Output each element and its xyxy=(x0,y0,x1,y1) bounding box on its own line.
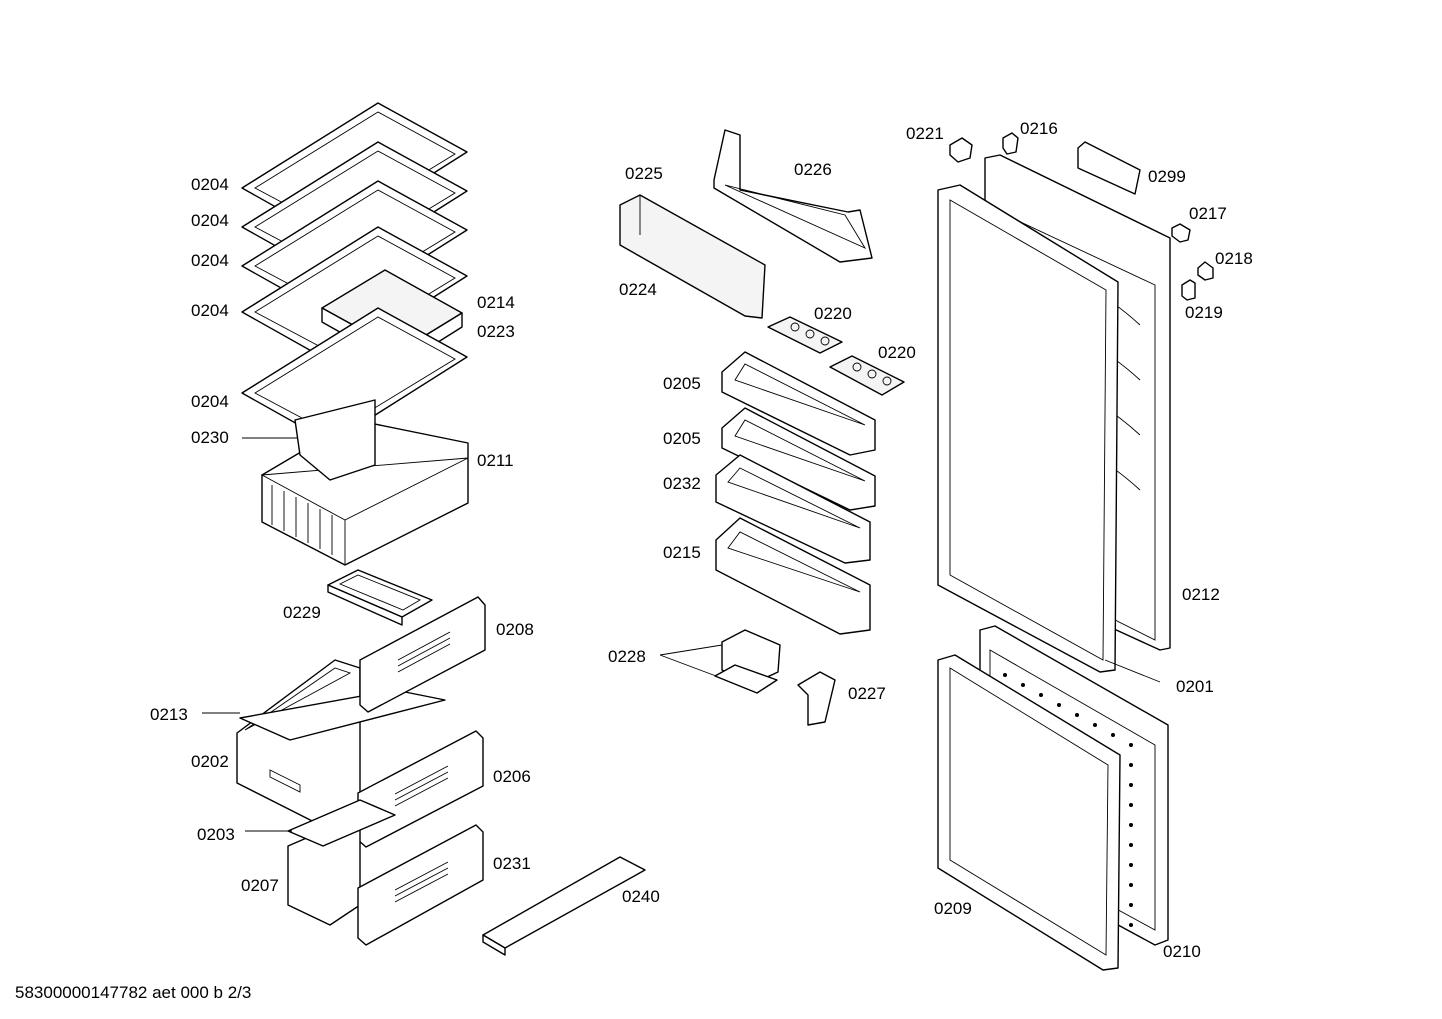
panel-dot xyxy=(1129,883,1133,887)
drawer-front-0208 xyxy=(359,596,486,713)
label-0231: 0231 xyxy=(493,854,531,873)
label-0213: 0213 xyxy=(150,705,188,724)
label-0204-4: 0204 xyxy=(191,301,229,320)
label-0224: 0224 xyxy=(619,280,657,299)
drawer-front-0231 xyxy=(357,824,484,946)
drawer-ribs xyxy=(271,485,333,555)
label-0226: 0226 xyxy=(794,160,832,179)
panel-dot xyxy=(1129,763,1133,767)
label-0214: 0214 xyxy=(477,293,515,312)
label-0229: 0229 xyxy=(283,603,321,622)
label-0205-2: 0205 xyxy=(663,429,701,448)
drawing-reference-footer: 58300000147782 aet 000 b 2/3 xyxy=(15,983,251,1002)
label-0209: 0209 xyxy=(934,899,972,918)
label-0207: 0207 xyxy=(241,876,279,895)
label-0204-1: 0204 xyxy=(191,175,229,194)
hinge-cover-0221 xyxy=(949,137,973,163)
panel-dot xyxy=(1129,783,1133,787)
panel-dot xyxy=(1075,713,1079,717)
glass-plate-0213 xyxy=(239,689,446,741)
label-0204-5: 0204 xyxy=(191,392,229,411)
small-container-0228 xyxy=(714,629,781,694)
label-0219: 0219 xyxy=(1185,303,1223,322)
panel-dot xyxy=(1129,923,1133,927)
panel-dot xyxy=(1111,733,1115,737)
freezer-drawer-lower-0207 xyxy=(287,799,396,926)
label-0208: 0208 xyxy=(496,620,534,639)
label-0211: 0211 xyxy=(477,451,514,470)
panel-dot xyxy=(1129,863,1133,867)
label-0220-2: 0220 xyxy=(878,343,916,362)
label-0216: 0216 xyxy=(1020,119,1058,138)
hinge-part-0217 xyxy=(1171,223,1191,243)
label-0220-1: 0220 xyxy=(814,304,852,323)
panel-dot xyxy=(1039,693,1043,697)
gasket-0212 xyxy=(937,184,1119,673)
door-rack-0215 xyxy=(715,517,871,635)
panel-dot xyxy=(1129,903,1133,907)
label-0299: 0299 xyxy=(1148,167,1186,186)
label-0206: 0206 xyxy=(493,767,531,786)
label-0232: 0232 xyxy=(663,474,701,493)
label-0240: 0240 xyxy=(622,887,660,906)
label-0228: 0228 xyxy=(608,647,646,666)
leader-lines xyxy=(202,437,1161,832)
label-0205-1: 0205 xyxy=(663,374,701,393)
label-0202: 0202 xyxy=(191,752,229,771)
hinge-part-0218 xyxy=(1197,261,1214,281)
door-rack-0205-a xyxy=(721,351,876,456)
label-0230: 0230 xyxy=(191,428,229,447)
egg-tray-0220-lower xyxy=(829,355,905,396)
panel-dot xyxy=(1057,703,1061,707)
butter-compartment-lid-0224 xyxy=(619,194,766,319)
door-rack-0205-b xyxy=(721,407,876,511)
panel-dot xyxy=(1003,673,1007,677)
panel-dot xyxy=(1129,743,1133,747)
part-labels: 0204 0204 0204 0204 0204 0214 0223 0230 … xyxy=(150,119,1253,961)
panel-dot xyxy=(1129,823,1133,827)
label-0204-3: 0204 xyxy=(191,251,229,270)
hinge-0216 xyxy=(1002,132,1019,155)
label-0201: 0201 xyxy=(1176,677,1214,696)
label-0204-2: 0204 xyxy=(191,211,229,230)
holder-0227 xyxy=(797,671,836,726)
butter-compartment-0226 xyxy=(713,129,873,263)
egg-tray-0220-upper xyxy=(767,316,843,354)
freezer-drawer-upper-0202 xyxy=(236,659,361,831)
ice-cube-tray-0229 xyxy=(327,569,433,626)
label-0210: 0210 xyxy=(1163,942,1201,961)
profile-strip-0240 xyxy=(482,856,646,956)
door-rack-0232 xyxy=(715,454,871,564)
label-0223: 0223 xyxy=(477,322,515,341)
label-0227: 0227 xyxy=(848,684,886,703)
panel-dot xyxy=(1129,803,1133,807)
label-0215: 0215 xyxy=(663,543,701,562)
label-0221: 0221 xyxy=(906,124,944,143)
hinge-part-0219 xyxy=(1181,279,1196,301)
panel-dot xyxy=(1093,723,1097,727)
panel-dot xyxy=(1021,683,1025,687)
drawer-front-0206 xyxy=(357,730,484,848)
label-0212: 0212 xyxy=(1182,585,1220,604)
vegetable-drawer-0211 xyxy=(260,399,469,566)
gasket-0209 xyxy=(937,654,1121,971)
label-0225: 0225 xyxy=(625,164,663,183)
label-0217: 0217 xyxy=(1189,204,1227,223)
label-0203: 0203 xyxy=(197,825,235,844)
label-plate-0299 xyxy=(1077,141,1141,195)
panel-dot xyxy=(1129,843,1133,847)
glass-shelf-stack xyxy=(241,102,468,444)
label-0218: 0218 xyxy=(1215,249,1253,268)
